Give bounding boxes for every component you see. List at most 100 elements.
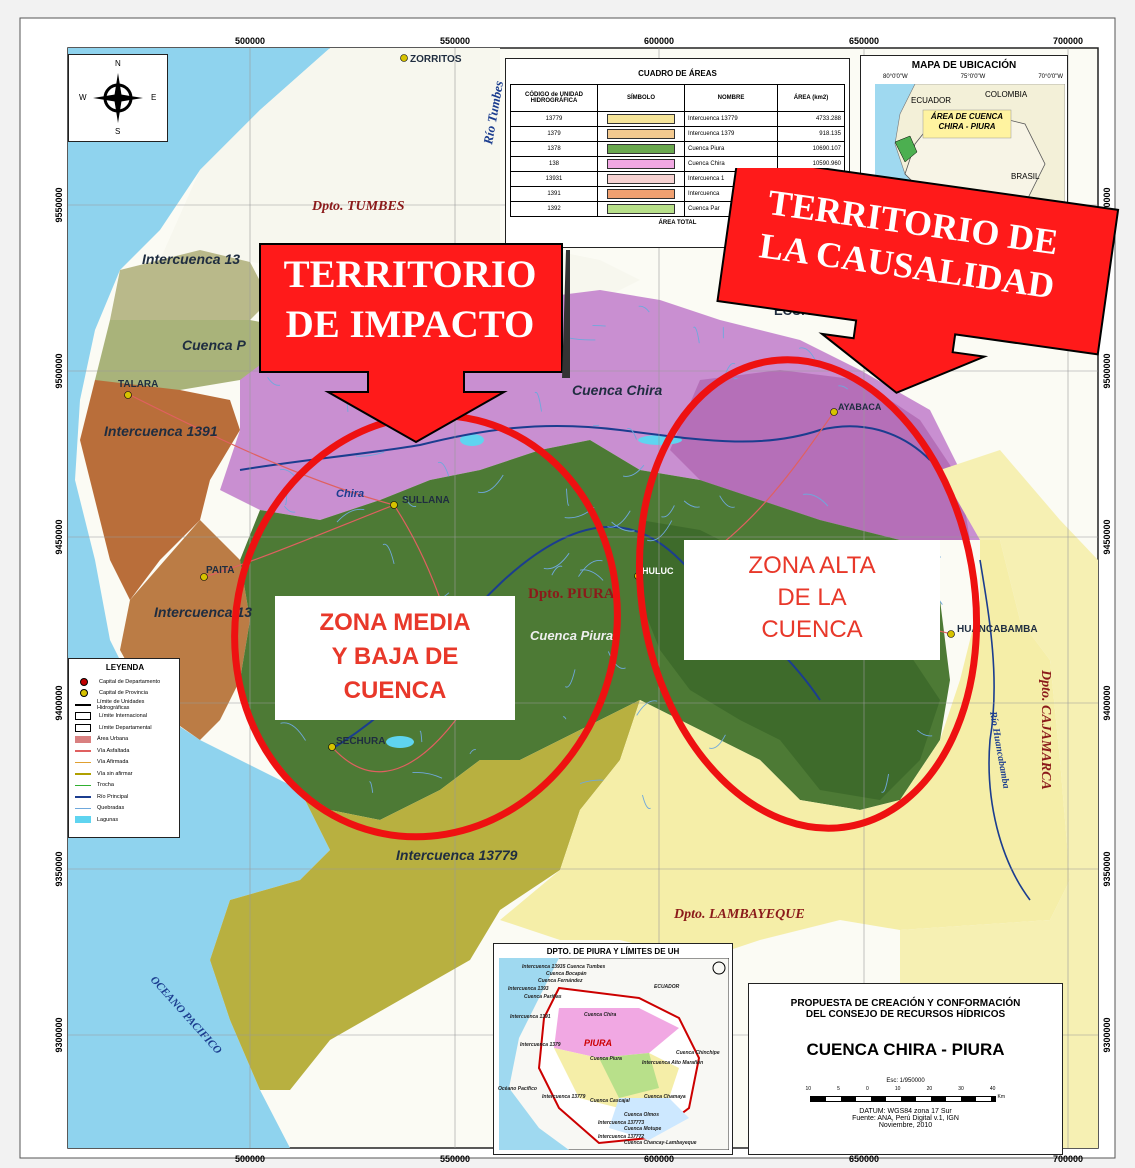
scale-tick-2: 5	[837, 1086, 840, 1092]
areas-cell-symbol	[597, 126, 685, 142]
town-ayabaca-marker	[830, 408, 838, 416]
inset-label: Cuenca Chira	[584, 1012, 617, 1018]
legend-label: Quebradas	[97, 805, 125, 812]
legend-symbol	[75, 735, 91, 743]
zona-media-line1: ZONA MEDIA	[319, 609, 471, 636]
areas-total-label: ÁREA TOTAL	[658, 220, 697, 226]
label-cuenca-piura: Cuenca Piura	[530, 628, 613, 643]
label-huluc: HULUC	[642, 566, 674, 576]
areas-table-title: CUADRO DE ÁREAS	[638, 69, 717, 78]
scale-bar: 10 5 0 10 20 30 40 Km	[806, 1086, 1006, 1106]
compass-e: E	[151, 93, 157, 102]
areas-cell-symbol	[597, 111, 685, 127]
legend-symbol	[80, 689, 88, 698]
tick-right-4: 9400000	[1102, 685, 1112, 720]
compass-icon	[93, 73, 143, 123]
scale-tick-7: 40	[989, 1086, 996, 1092]
areas-symbol-swatch	[607, 129, 675, 139]
date-text: Noviembre, 2010	[878, 1122, 933, 1129]
loc-area-label: ÁREA DE CUENCA CHIRA - PIURA	[930, 112, 1004, 131]
label-dpto-lambayeque: Dpto. LAMBAYEQUE	[673, 907, 805, 922]
scale-text: Esc: 1/950000	[886, 1078, 925, 1084]
legend-item: Capital de Departamento	[75, 676, 175, 688]
tick-left-1: 9550000	[54, 187, 64, 222]
label-zorritos: ZORRITOS	[410, 54, 462, 65]
legend-symbol	[75, 807, 91, 809]
quebrada-line	[267, 376, 281, 386]
legend-item: Lagunas	[75, 814, 175, 826]
areas-cell-code: 13779	[510, 111, 598, 127]
zone-alta: ZONA ALTA DE LA CUENCA	[684, 540, 940, 660]
areas-cell-area: 918.135	[777, 126, 845, 142]
tick-bottom-5: 700000	[1053, 1154, 1083, 1164]
areas-col-code: CÓDIGO de UNIDAD HIDROGRÁFICA	[510, 84, 598, 112]
legend-label: Límite de Unidades Hidrográficas	[97, 698, 145, 711]
loc-ecuador: ECUADOR	[911, 96, 952, 105]
inset-label: Cuenca Piura	[590, 1056, 622, 1062]
label-paita: PAITA	[206, 565, 235, 576]
tick-left-6: 9300000	[54, 1017, 64, 1052]
areas-symbol-swatch	[607, 174, 675, 184]
legend-label: Río Principal	[97, 793, 129, 800]
quebrada-line	[638, 305, 650, 313]
areas-cell-symbol	[597, 141, 685, 157]
legend-title: LEYENDA	[105, 663, 145, 672]
areas-table: CUADRO DE ÁREAS CÓDIGO de UNIDAD HIDROGR…	[505, 58, 850, 248]
areas-symbol-swatch	[607, 159, 675, 169]
inset-label: Cuenca Pariñas	[524, 994, 562, 1000]
label-cuenca-chira: Cuenca Chira	[572, 382, 662, 398]
areas-table-header: CÓDIGO de UNIDAD HIDROGRÁFICA SÍMBOLO NO…	[510, 84, 845, 112]
town-talara-marker	[124, 391, 132, 399]
tick-right-1: 9550000	[1102, 187, 1112, 222]
label-dpto-tumbes: Dpto. TUMBES	[311, 199, 405, 214]
inset-label: Intercuenca Alto Marañón	[642, 1060, 704, 1066]
inset-label: Cuenca Motupe	[624, 1126, 662, 1132]
areas-cell-code: 138	[510, 156, 598, 172]
areas-cell-symbol	[597, 171, 685, 187]
tick-left-2: 9500000	[54, 353, 64, 388]
source-text: Fuente: ANA, Perú Digital v.1, IGN	[852, 1115, 959, 1122]
label-intercuenca-13-north: Intercuenca 13	[142, 251, 240, 267]
inset-label: Cuenca Cascajal	[590, 1098, 630, 1104]
tick-top-3: 600000	[644, 36, 674, 46]
inset-label: Intercuenca 1379	[520, 1042, 561, 1048]
tick-left-4: 9400000	[54, 685, 64, 720]
scale-tick-3: 0	[866, 1086, 869, 1092]
impacto-line2: DE IMPACTO	[285, 303, 535, 346]
compass-n: N	[115, 59, 121, 68]
datum-text: DATUM: WGS84 zona 17 Sur	[859, 1108, 952, 1115]
legend-item: Área Urbana	[75, 734, 175, 746]
inset-map: DPTO. DE PIURA Y LÍMITES DE UH Intercuen…	[493, 943, 733, 1155]
legend-item: Quebradas	[75, 803, 175, 815]
areas-col-area: ÁREA (km2)	[777, 84, 845, 112]
legend-label: Vía sin afirmar	[97, 770, 133, 777]
location-map-lons: 80°0'0"W 75°0'0"W 70°0'0"W	[883, 74, 1063, 80]
label-sullana: SULLANA	[402, 495, 450, 506]
areas-cell-code: 1379	[510, 126, 598, 142]
areas-cell-symbol	[597, 156, 685, 172]
legend-label: Lagunas	[97, 816, 119, 823]
areas-cell-name: Intercuenca 13779	[684, 111, 778, 127]
areas-cell-code: 1391	[510, 186, 598, 202]
areas-cell-name: Intercuenca 1379	[684, 126, 778, 142]
tick-left-5: 9350000	[54, 851, 64, 886]
zona-media-line2: Y BAJA DE	[331, 643, 459, 670]
legend-item: Río Principal	[75, 791, 175, 803]
areas-col-name: NOMBRE	[684, 84, 778, 112]
legend-label: Vía Afirmada	[97, 759, 129, 766]
areas-cell-area: 4733.288	[777, 111, 845, 127]
legend-label: Área Urbana	[97, 736, 129, 743]
tick-top-4: 650000	[849, 36, 879, 46]
label-sechura: SECHURA	[336, 736, 385, 747]
tick-right-6: 9300000	[1102, 1017, 1112, 1052]
label-intercuenca-13-south: Intercuenca 13	[154, 604, 252, 620]
inset-label: PIURA	[584, 1038, 613, 1048]
legend-label: Límite Departamental	[99, 724, 152, 731]
compass-s: S	[115, 127, 121, 136]
areas-cell-code: 13931	[510, 171, 598, 187]
legend-symbol	[75, 773, 91, 775]
